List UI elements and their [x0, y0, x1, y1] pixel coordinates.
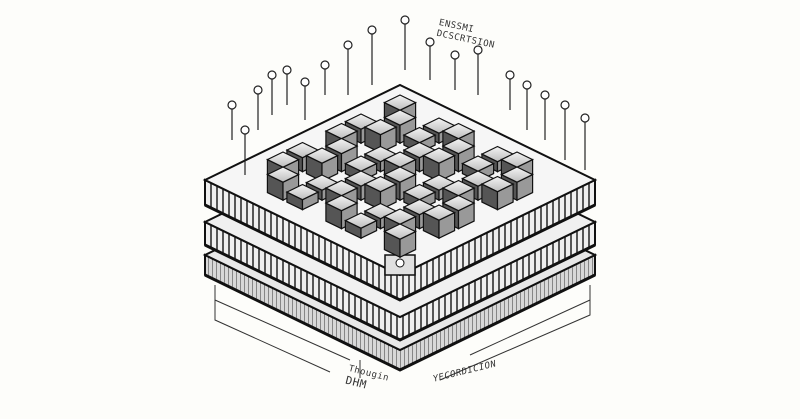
callout-pins [227, 15, 590, 175]
chip-grid [266, 94, 534, 259]
